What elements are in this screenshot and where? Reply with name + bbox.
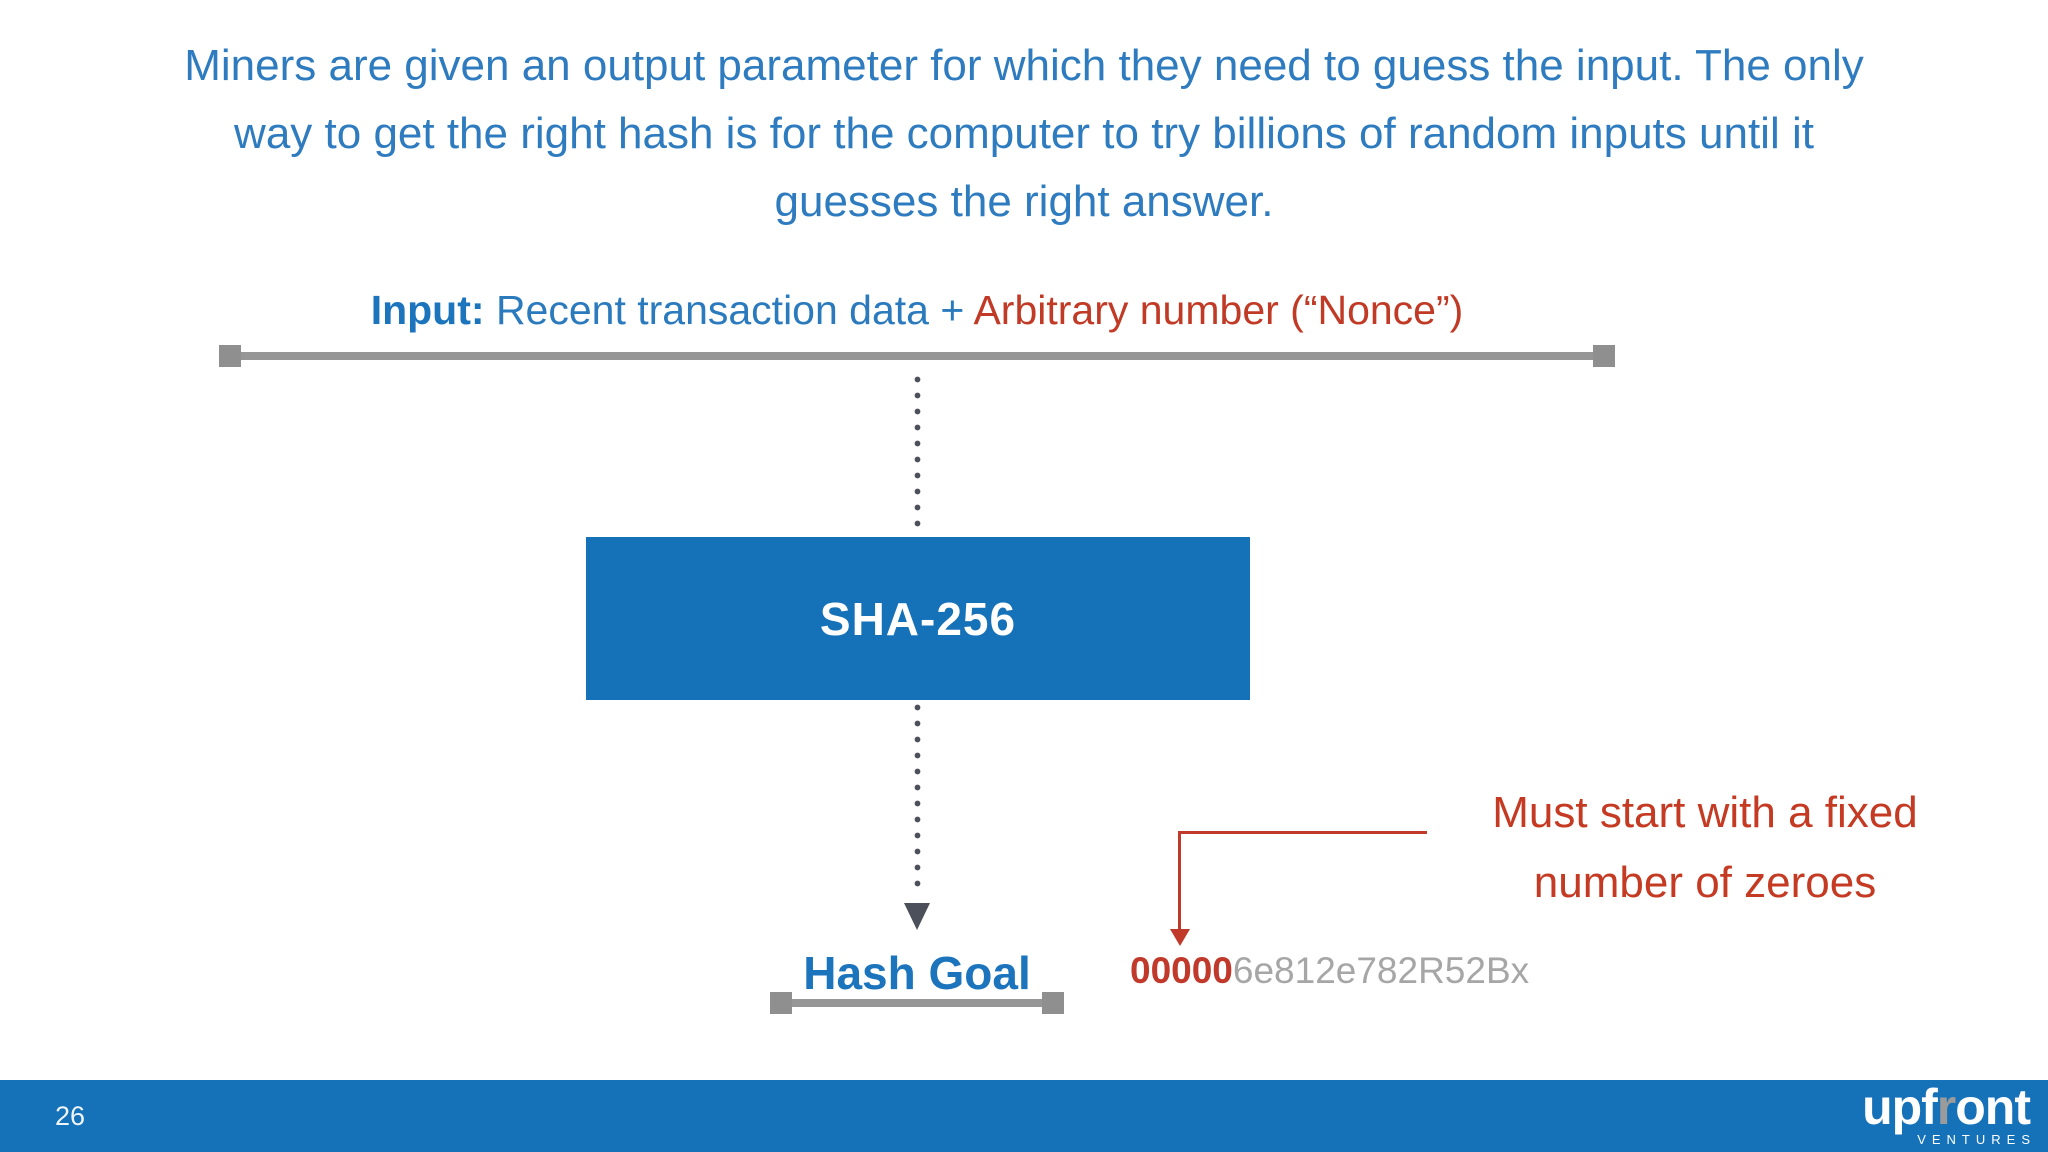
input-bracket-line	[230, 352, 1600, 360]
input-bracket-handle-right	[1593, 345, 1615, 367]
input-label: Input:	[370, 287, 485, 333]
input-label-line: Input: Recent transaction data + Arbitra…	[0, 287, 1834, 334]
sha256-process-box: SHA-256	[586, 537, 1250, 700]
input-bracket-handle-left	[219, 345, 241, 367]
page-number: 26	[55, 1101, 86, 1131]
logo-subtext: VENTURES	[1917, 1132, 2036, 1147]
logo-letter-r: r	[1936, 1079, 1956, 1135]
footer-bar: 26 upfront VENTURES	[0, 1080, 2048, 1152]
hash-goal-label: Hash Goal	[803, 947, 1031, 999]
sha256-label: SHA-256	[819, 592, 1017, 645]
dotted-connector-bottom	[914, 704, 921, 894]
input-text-nonce: Arbitrary number (“Nonce”)	[973, 287, 1464, 333]
logo-part1: upf	[1862, 1079, 1938, 1135]
input-text-blue: Recent transaction data +	[484, 287, 974, 333]
hash-value: 000006e812e782R52Bx	[1130, 950, 1529, 992]
annotation-line-2: number of zeroes	[1533, 858, 1877, 907]
annotation-arrow-icon	[1170, 929, 1190, 946]
annotation-line-1: Must start with a fixed	[1492, 788, 1918, 837]
hash-zeroes-prefix: 00000	[1130, 950, 1233, 991]
arrow-down-icon	[904, 903, 930, 930]
annotation-connector-vertical	[1178, 831, 1181, 931]
logo-part2: ont	[1955, 1079, 2031, 1135]
upfront-ventures-logo: upfront VENTURES	[1862, 1079, 2031, 1148]
slide-title: Miners are given an output parameter for…	[0, 32, 2048, 236]
dotted-connector-top	[914, 376, 921, 532]
annotation-zeroes: Must start with a fixed number of zeroes	[1420, 778, 1990, 918]
hash-goal-bracket-handle-left	[770, 992, 792, 1014]
hash-goal-bracket-handle-right	[1042, 992, 1064, 1014]
logo-wordmark: upfront	[1862, 1079, 2031, 1135]
title-line-3: guesses the right answer.	[774, 177, 1274, 226]
title-line-1: Miners are given an output parameter for…	[184, 41, 1864, 90]
title-line-2: way to get the right hash is for the com…	[234, 109, 1814, 158]
hash-goal-bracket-line	[781, 999, 1055, 1007]
hash-suffix: 6e812e782R52Bx	[1232, 950, 1530, 991]
annotation-connector-horizontal	[1178, 831, 1427, 834]
